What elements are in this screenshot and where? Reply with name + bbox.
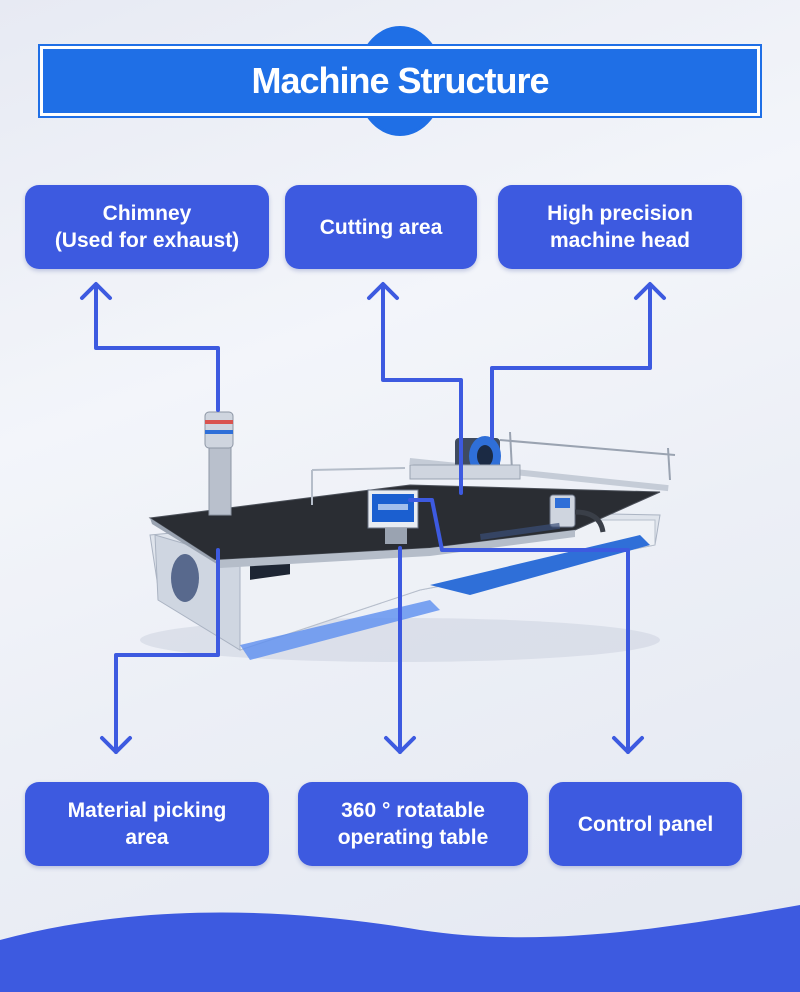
title-banner: [38, 44, 762, 118]
label-cutting-area: Cutting area: [285, 185, 477, 269]
label-material-picking: Material picking area: [25, 782, 269, 866]
page-title: Machine Structure: [251, 60, 549, 101]
label-control-panel: Control panel: [549, 782, 742, 866]
label-rotatable-table: 360 ° rotatable operating table: [298, 782, 528, 866]
label-machine-head: High precision machine head: [498, 185, 742, 269]
label-chimney: Chimney (Used for exhaust): [25, 185, 269, 269]
